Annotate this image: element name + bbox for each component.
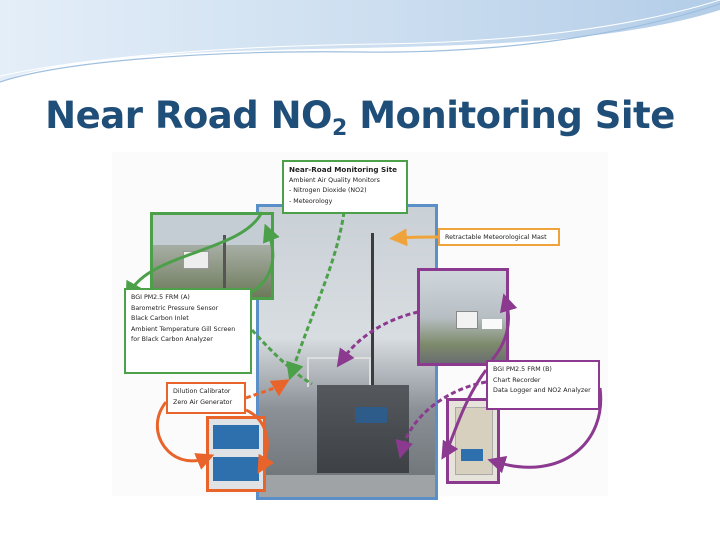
callout-line: Ambient Air Quality Monitors [289, 176, 401, 186]
callout-line: BGI PM2.5 FRM (A) [131, 293, 245, 303]
callout-site-overview: Near-Road Monitoring Site Ambient Air Qu… [282, 160, 408, 214]
arrow-purple-5 [492, 302, 508, 360]
callout-line: Ambient Temperature Gill Screen [131, 325, 245, 335]
callout-heading: Near-Road Monitoring Site [289, 165, 401, 175]
callout-calibration: Dilution Calibrator Zero Air Generator [166, 382, 246, 414]
header-swoosh-decoration [0, 0, 720, 90]
arrow-purple-1 [342, 312, 418, 360]
arrow-green-1 [130, 212, 262, 292]
callout-line: Dilution Calibrator [173, 387, 239, 397]
callout-mast: Retractable Meteorological Mast [438, 228, 560, 246]
callout-shelter-equipment: BGI PM2.5 FRM (B) Chart Recorder Data Lo… [486, 360, 600, 410]
arrow-green-2 [252, 232, 273, 292]
arrow-orange-3 [246, 410, 267, 466]
callout-line: Zero Air Generator [173, 398, 239, 408]
callout-line: Black Carbon Inlet [131, 314, 245, 324]
callout-roof-instruments: BGI PM2.5 FRM (A) Barometric Pressure Se… [124, 288, 252, 374]
arrow-orange-1 [246, 384, 282, 398]
slide-title: Near Road NO2 Monitoring Site [0, 94, 720, 141]
callout-line: - Meteorology [289, 197, 401, 207]
callout-line: Retractable Meteorological Mast [445, 233, 553, 243]
callout-line: Chart Recorder [493, 376, 593, 386]
monitoring-site-figure: Near-Road Monitoring Site Ambient Air Qu… [112, 152, 608, 496]
callout-line: Barometric Pressure Sensor [131, 304, 245, 314]
callout-line: Data Logger and NO2 Analyzer [493, 386, 593, 396]
arrow-green-3 [292, 212, 344, 372]
arrow-amber [398, 237, 438, 238]
arrow-purple-3 [446, 370, 486, 452]
callout-line: - Nitrogen Dioxide (NO2) [289, 186, 401, 196]
arrow-green-4 [252, 330, 312, 384]
callout-line: BGI PM2.5 FRM (B) [493, 365, 593, 375]
callout-line: for Black Carbon Analyzer [131, 335, 245, 345]
